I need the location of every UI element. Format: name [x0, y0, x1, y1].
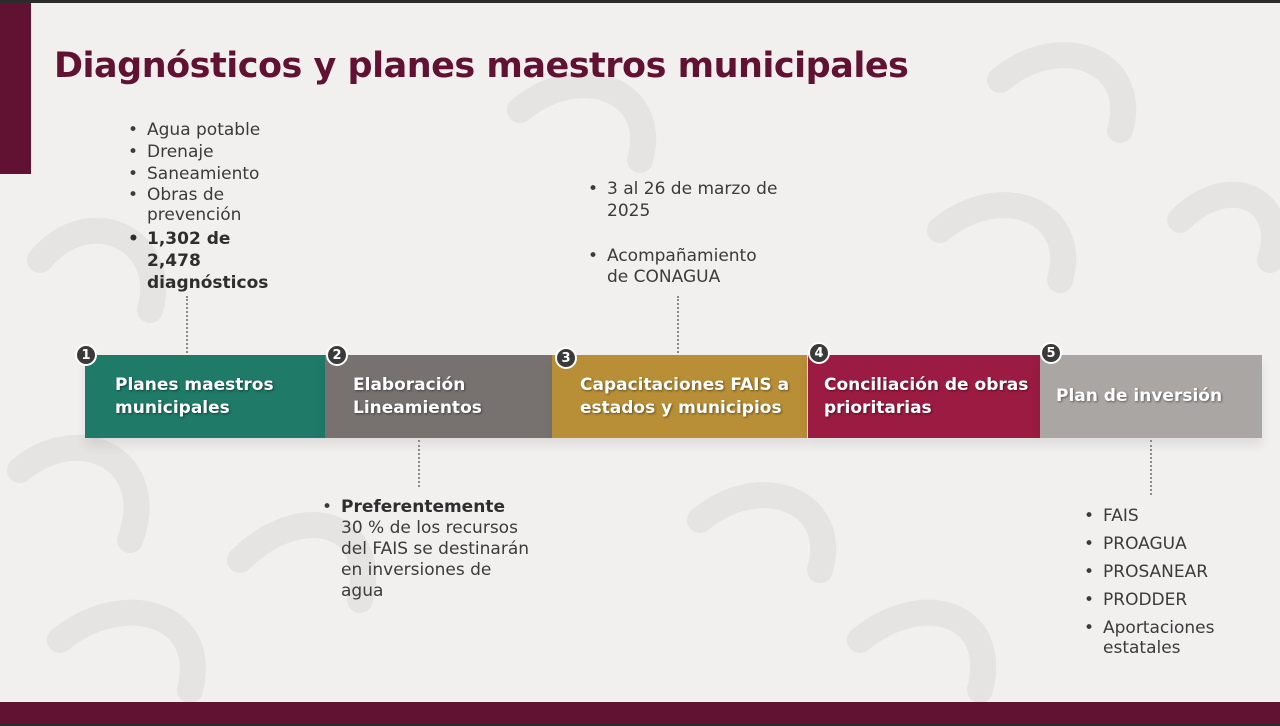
step-label: Conciliación de obras prioritarias: [824, 374, 1029, 418]
step-number-badge: 5: [1040, 342, 1062, 364]
bottom-footer-bar: [0, 702, 1280, 726]
step3-notes: 3 al 26 de marzo de 2025 Acompañamiento …: [588, 178, 808, 288]
step-number-badge: 4: [808, 342, 830, 364]
step-number-badge: 2: [326, 344, 348, 366]
list-item: Preferentemente 30 % de los recursos del…: [322, 497, 552, 602]
step1-notes: Agua potable Drenaje Saneamiento Obras d…: [128, 119, 328, 294]
step-number-badge: 3: [555, 347, 577, 369]
left-accent-bar: [0, 3, 31, 174]
list-item: 1,302 de 2,478 diagnósticos: [128, 228, 278, 294]
list-item: FAIS: [1084, 506, 1274, 527]
list-item: Saneamiento: [128, 163, 328, 185]
step-plan-inversion: Plan de inversión: [1040, 355, 1262, 438]
page-title: Diagnósticos y planes maestros municipal…: [54, 46, 909, 86]
list-item: Obras de prevención: [128, 185, 248, 225]
list-item: PROAGUA: [1084, 534, 1274, 555]
step-label: Planes maestros municipales: [115, 374, 274, 418]
list-item: Aportaciones estatales: [1084, 618, 1224, 658]
connector-line-2: [418, 440, 420, 487]
step-label: Plan de inversión: [1056, 386, 1223, 406]
step2-notes: Preferentemente 30 % de los recursos del…: [322, 497, 552, 602]
step-capacitaciones: Capacitaciones FAIS a estados y municipi…: [552, 355, 807, 438]
step-number-badge: 1: [75, 344, 97, 366]
connector-line-1: [186, 296, 188, 353]
connector-line-3: [677, 296, 679, 353]
step-label: Capacitaciones FAIS a estados y municipi…: [580, 374, 790, 418]
list-item: PROSANEAR: [1084, 562, 1274, 583]
list-item: Acompañamiento de CONAGUA: [588, 246, 768, 288]
step-label: Elaboración Lineamientos: [353, 374, 482, 418]
list-item: Drenaje: [128, 141, 328, 163]
step5-notes: FAIS PROAGUA PROSANEAR PRODDER Aportacio…: [1084, 506, 1274, 665]
step-elaboracion-lineamientos: Elaboración Lineamientos: [325, 355, 552, 438]
note-bold: Preferentemente: [341, 497, 505, 517]
connector-line-5: [1150, 440, 1152, 495]
list-item: Agua potable: [128, 119, 328, 141]
step-conciliacion: Conciliación de obras prioritarias: [808, 355, 1040, 438]
list-item: 3 al 26 de marzo de 2025: [588, 178, 778, 222]
list-item: PRODDER: [1084, 590, 1274, 611]
top-border: [0, 0, 1280, 3]
note-text: 30 % de los recursos del FAIS se destina…: [341, 518, 530, 601]
step-planes-maestros: Planes maestros municipales: [85, 355, 325, 438]
